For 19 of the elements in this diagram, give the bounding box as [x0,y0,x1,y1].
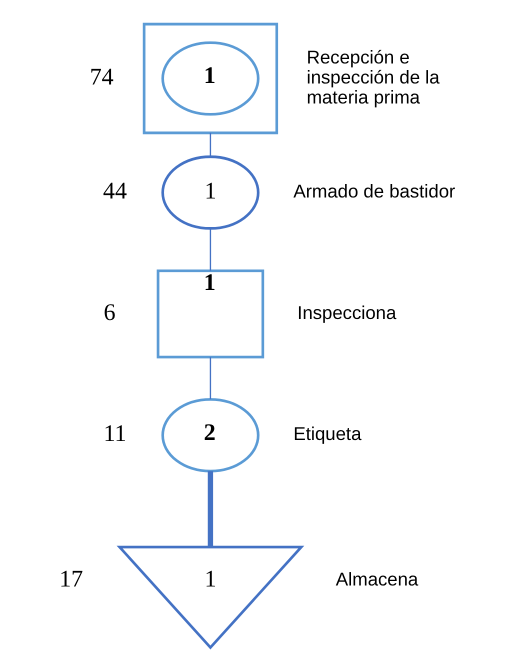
node-box: 1 [156,269,264,358]
node-label: 11 [103,421,126,448]
node-ellipse: 2 [161,398,260,472]
node-label: Almacena [336,568,418,590]
node-ellipse: 1 [161,155,260,230]
connector [210,228,212,271]
node-label: 74 [90,64,114,90]
node-label: 6 [104,300,116,326]
node-label: Etiqueta [293,423,362,444]
node-label: 44 [103,178,127,204]
node-label: Recepción e inspección de la materia prima [306,46,440,108]
node-label: 17 [59,566,84,592]
cluster [142,22,278,134]
node-label: Armado de bastidor [293,180,456,202]
node-label: Inspecciona [297,302,396,323]
connector [208,471,214,547]
connector [210,132,212,157]
node-ellipse: 1 [161,41,260,116]
connector [210,357,212,400]
